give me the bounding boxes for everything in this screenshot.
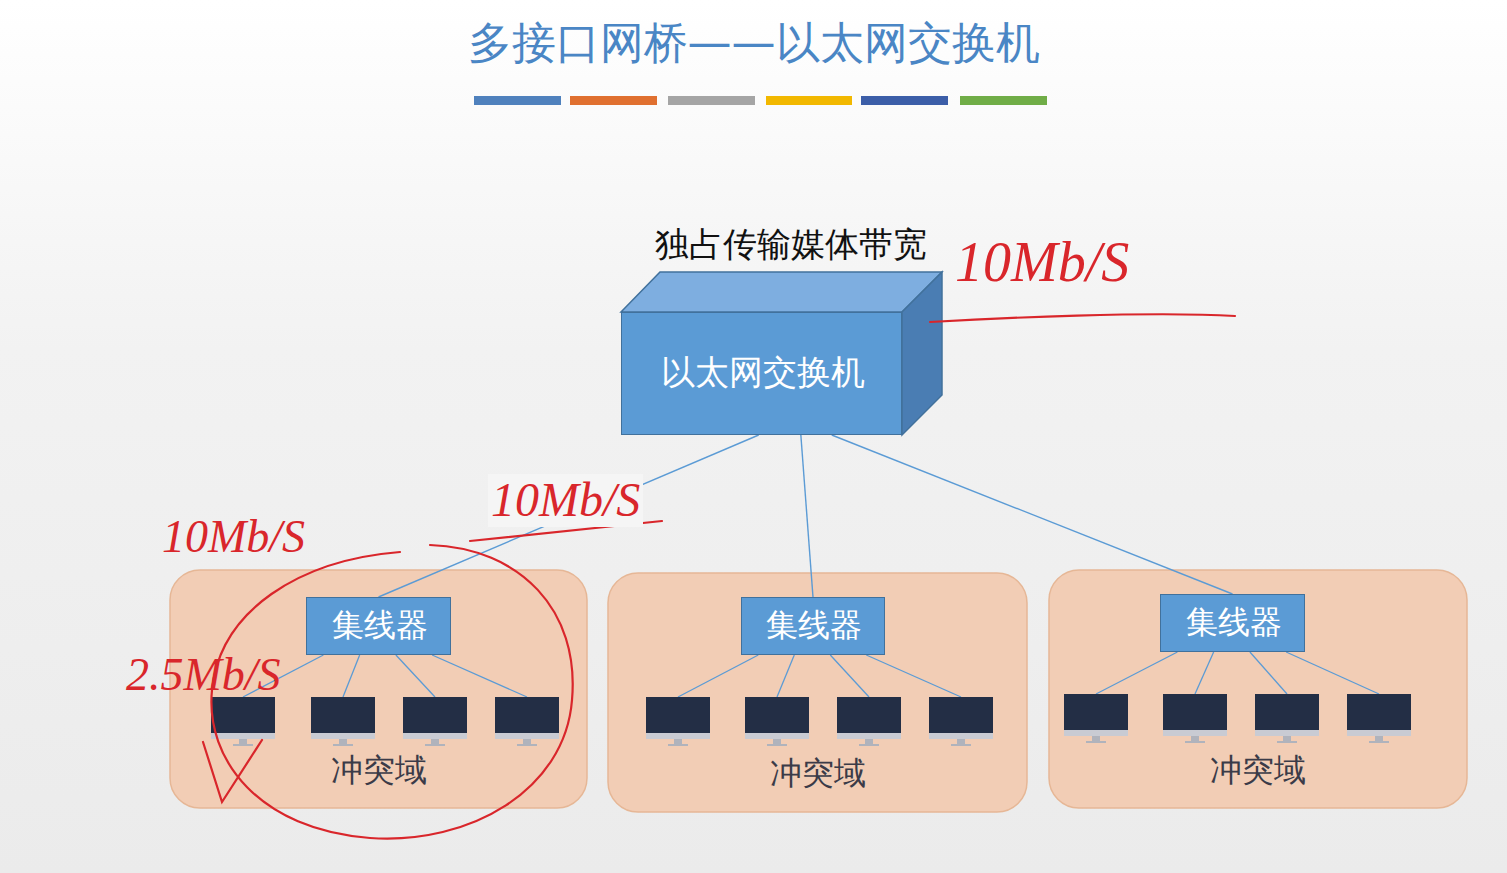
hub-wire (432, 655, 527, 697)
computer-icon (837, 697, 901, 746)
collision-domain-panel: 冲突域 集线器 (608, 573, 1027, 812)
switch-name: 以太网交换机 (661, 353, 865, 392)
computer-icon (646, 697, 710, 746)
hub-box: 集线器 (1160, 594, 1305, 652)
panel-label: 冲突域 (1210, 752, 1306, 789)
link-line (379, 435, 759, 597)
hub-name: 集线器 (1186, 604, 1282, 641)
panel-label: 冲突域 (770, 755, 866, 792)
computer-group (211, 652, 1411, 746)
rate-annotation: 10Mb/S (488, 474, 643, 527)
rate-annotation: 10Mb/S (162, 512, 305, 563)
color-bar (474, 96, 1047, 105)
link-line (801, 435, 813, 597)
rate-annotation: 10Mb/S (955, 232, 1129, 294)
hub-box: 集线器 (741, 597, 885, 655)
computer-icon (1064, 694, 1128, 743)
hub-wire (1195, 652, 1214, 694)
hub-wire (678, 655, 758, 697)
computer-icon (1255, 694, 1319, 743)
hub-wire (1096, 652, 1177, 694)
hub-wire (1250, 652, 1287, 694)
hub-wire (777, 655, 794, 697)
link-line (832, 435, 1233, 594)
hub-name: 集线器 (332, 607, 428, 644)
hub-box: 集线器 (306, 597, 451, 655)
hub-name: 集线器 (766, 607, 862, 644)
computer-icon (211, 697, 275, 746)
panel-label: 冲突域 (331, 752, 427, 789)
collision-domain-panel: 冲突域 集线器 (1049, 570, 1467, 808)
computer-icon (929, 697, 993, 746)
panel-ground (170, 570, 1467, 812)
hub-wire (343, 655, 360, 697)
check-mark (203, 740, 262, 802)
computer-icon (495, 697, 559, 746)
switch-box: 独占传输媒体带宽以太网交换机 (621, 312, 902, 435)
title: 多接口网桥——以太网交换机 (0, 14, 1507, 73)
hub-wire (1286, 652, 1379, 694)
switch-3d-faces (621, 272, 942, 435)
computer-icon (311, 697, 375, 746)
hub-wire (396, 655, 435, 697)
switch-heading: 独占传输媒体带宽 (655, 225, 927, 264)
computer-icon (403, 697, 467, 746)
computer-icon (1163, 694, 1227, 743)
computer-icon (1347, 694, 1411, 743)
computer-icon (745, 697, 809, 746)
hub-wire (866, 655, 961, 697)
underline-stroke (930, 314, 1235, 322)
rate-annotation: 2.5Mb/S (126, 650, 281, 701)
hub-wire (830, 655, 869, 697)
